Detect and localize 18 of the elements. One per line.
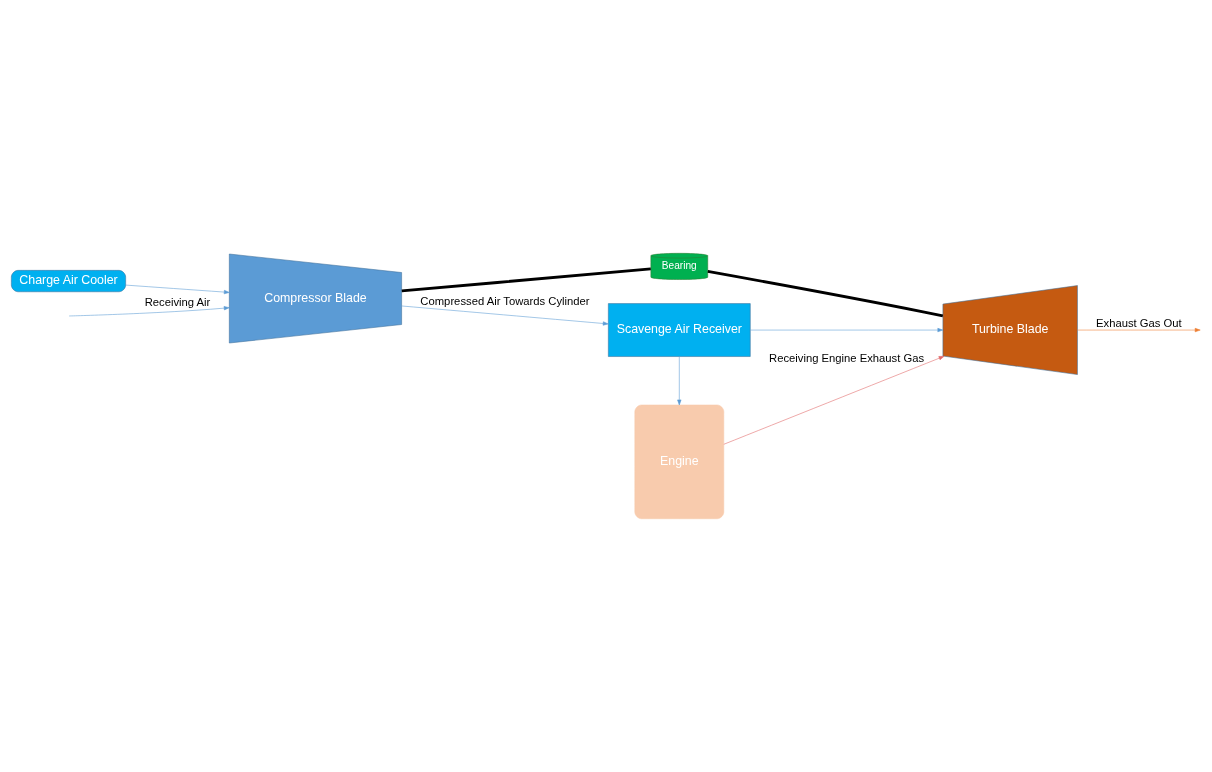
node-box: Engine: [634, 404, 725, 520]
edge-label: Receiving Engine Exhaust Gas: [769, 352, 925, 365]
connector: [401, 267, 651, 293]
edge-label: Receiving Air: [144, 295, 211, 308]
arrow: [1077, 328, 1201, 333]
edge-label: Exhaust Gas Out: [1096, 316, 1182, 329]
edge-label: Compressed Air Towards Cylinder: [420, 294, 590, 307]
node-box: Compressor Blade: [229, 253, 402, 344]
node-box: Turbine Blade: [942, 285, 1078, 375]
arrow: [677, 356, 682, 406]
connector: [707, 270, 944, 318]
arrow: [401, 305, 609, 326]
arrow: [68, 306, 230, 317]
node-box: Scavenge Air Receiver: [608, 303, 751, 357]
arrow: [750, 328, 944, 333]
arrow: [125, 284, 230, 295]
arrow: [723, 356, 945, 445]
node-box: Charge Air Cooler: [11, 270, 126, 293]
